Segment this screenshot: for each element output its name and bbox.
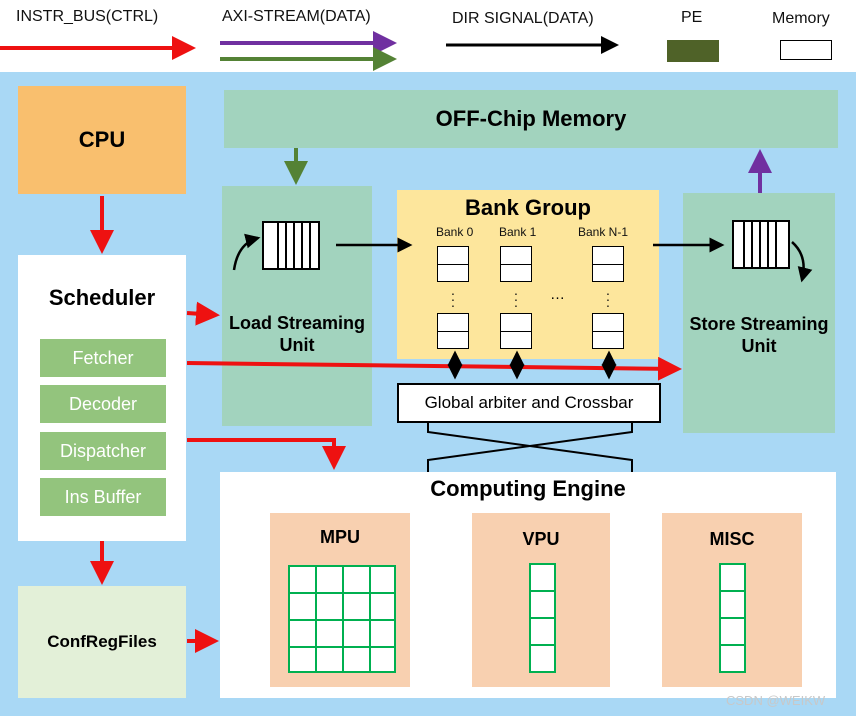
mpu-label: MPU [320,527,360,547]
vpu-label: VPU [522,529,560,549]
scheduler-decoder: Decoder [40,385,166,423]
bank-0-top-memory [437,246,469,282]
legend-memory-label: Memory [772,10,830,27]
store-fifo-icon [732,220,813,283]
misc-pe-column [719,563,746,673]
legend-pe-label: PE [681,9,703,26]
scheduler-to-store-arrow [186,356,682,381]
off-chip-memory-label: OFF-Chip Memory [435,106,627,131]
legend-memory-swatch [780,40,832,60]
bank-n-1-top-memory [592,246,624,282]
scheduler-title: Scheduler [48,285,156,310]
cpu-label: CPU [78,127,126,152]
store-streaming-unit-label: Store Streaming Unit [689,314,829,356]
legend-pe-swatch [667,40,719,62]
crossbar-lines [427,423,633,472]
bank-n-1-label: Bank N-1 [578,225,629,239]
legend-dir-signal-label: DIR SIGNAL(DATA) [452,10,594,27]
load-fifo-icon [232,221,320,271]
bank-n-1-vertical-ellipsis: ··· [605,285,611,313]
bank-0-vertical-ellipsis: ··· [450,285,456,313]
bank-1-bottom-memory [500,313,532,349]
confreg-files-label: ConfRegFiles [47,632,157,651]
bank-horizontal-ellipsis: … [550,286,565,303]
cpu-block: CPU [18,86,186,194]
vpu-pe-column [529,563,556,673]
misc-label: MISC [709,529,755,549]
confreg-files-block: ConfRegFiles [18,586,186,698]
mpu-pe-array [288,565,396,673]
scheduler-fetcher: Fetcher [40,339,166,377]
legend-axi-stream-label: AXI-STREAM(DATA) [222,8,371,25]
bank-group-title: Bank Group [465,195,591,220]
scheduler-to-load-arrow [186,301,220,326]
bank-n-1-bottom-memory [592,313,624,349]
global-arbiter-crossbar-label: Global arbiter and Crossbar [424,393,634,412]
global-arbiter-crossbar: Global arbiter and Crossbar [397,383,661,423]
scheduler-ins-buffer: Ins Buffer [40,478,166,516]
computing-engine-title: Computing Engine [430,476,626,501]
load-streaming-unit-label: Load Streaming Unit [228,313,366,355]
bank-0-bottom-memory [437,313,469,349]
off-chip-memory-block: OFF-Chip Memory [224,90,838,148]
scheduler-to-engine-arrow [187,438,346,470]
bank-1-top-memory [500,246,532,282]
bank-1-label: Bank 1 [499,225,537,239]
watermark: CSDN @WEIKW [726,693,826,708]
scheduler-dispatcher: Dispatcher [40,432,166,470]
legend-instr-bus-label: INSTR_BUS(CTRL) [16,8,159,25]
bank-1-vertical-ellipsis: ··· [513,285,519,313]
bank-0-label: Bank 0 [436,225,474,239]
